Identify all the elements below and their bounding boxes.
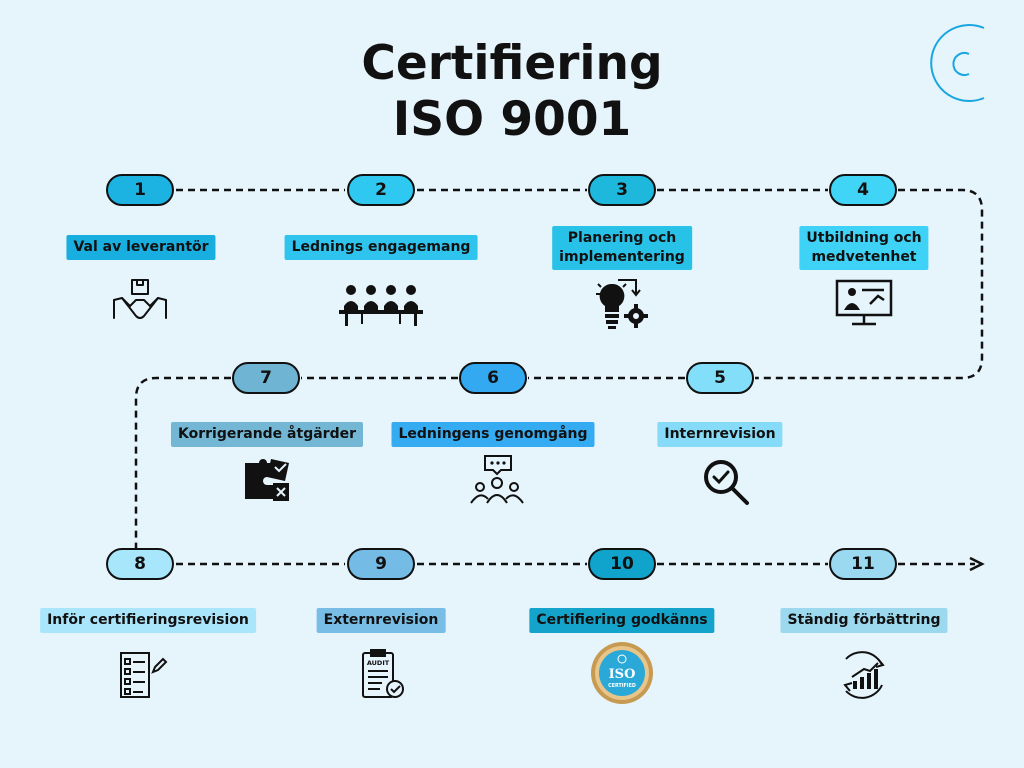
badge-text: ISO <box>609 667 636 682</box>
step-7-label: Korrigerande åtgärder <box>171 422 363 447</box>
step-3-label: Planering och implementering <box>552 226 692 270</box>
presentation-icon <box>835 279 893 326</box>
step-6-label: Ledningens genomgång <box>391 422 595 447</box>
step-4-pill: 4 <box>829 174 897 206</box>
puzzle-icon <box>245 459 289 501</box>
team-chat-icon <box>470 455 524 504</box>
step-11-label: Ständig förbättring <box>780 608 948 633</box>
badge-subtext: CERTIFIED <box>608 683 636 689</box>
title-line-1: Certifiering <box>361 36 663 91</box>
step-2-label: Lednings engagemang <box>284 235 478 260</box>
step-3-pill: 3 <box>588 174 656 206</box>
step-10-pill: 10 <box>588 548 656 580</box>
step-5-label: Internrevision <box>657 422 783 447</box>
step-6-pill: 6 <box>459 362 527 394</box>
checklist-icon <box>120 652 168 698</box>
audit-clipboard-icon: AUDIT <box>362 649 404 698</box>
page-title: Certifiering ISO 9001 <box>0 36 1024 148</box>
step-8-pill: 8 <box>106 548 174 580</box>
step-1-label: Val av leverantör <box>66 235 216 260</box>
magnifier-check-icon <box>704 460 749 505</box>
title-line-2: ISO 9001 <box>392 92 632 147</box>
c-logo-icon <box>930 24 985 102</box>
step-2-pill: 2 <box>347 174 415 206</box>
step-10-label: Certifiering godkänns <box>529 608 715 633</box>
handshake-icon <box>113 279 167 319</box>
step-8-label: Inför certifieringsrevision <box>40 608 256 633</box>
step-11-pill: 11 <box>829 548 897 580</box>
meeting-icon <box>339 285 423 326</box>
step-5-pill: 5 <box>686 362 754 394</box>
step-7-pill: 7 <box>232 362 300 394</box>
step-9-pill: 9 <box>347 548 415 580</box>
svg-text:AUDIT: AUDIT <box>367 659 390 667</box>
growth-chart-icon <box>843 651 885 699</box>
iso-certified-badge-icon: ISO CERTIFIED <box>591 642 653 704</box>
lightbulb-gear-icon <box>596 279 648 329</box>
step-1-pill: 1 <box>106 174 174 206</box>
step-4-label: Utbildning och medvetenhet <box>799 226 929 270</box>
step-9-label: Externrevision <box>316 608 446 633</box>
